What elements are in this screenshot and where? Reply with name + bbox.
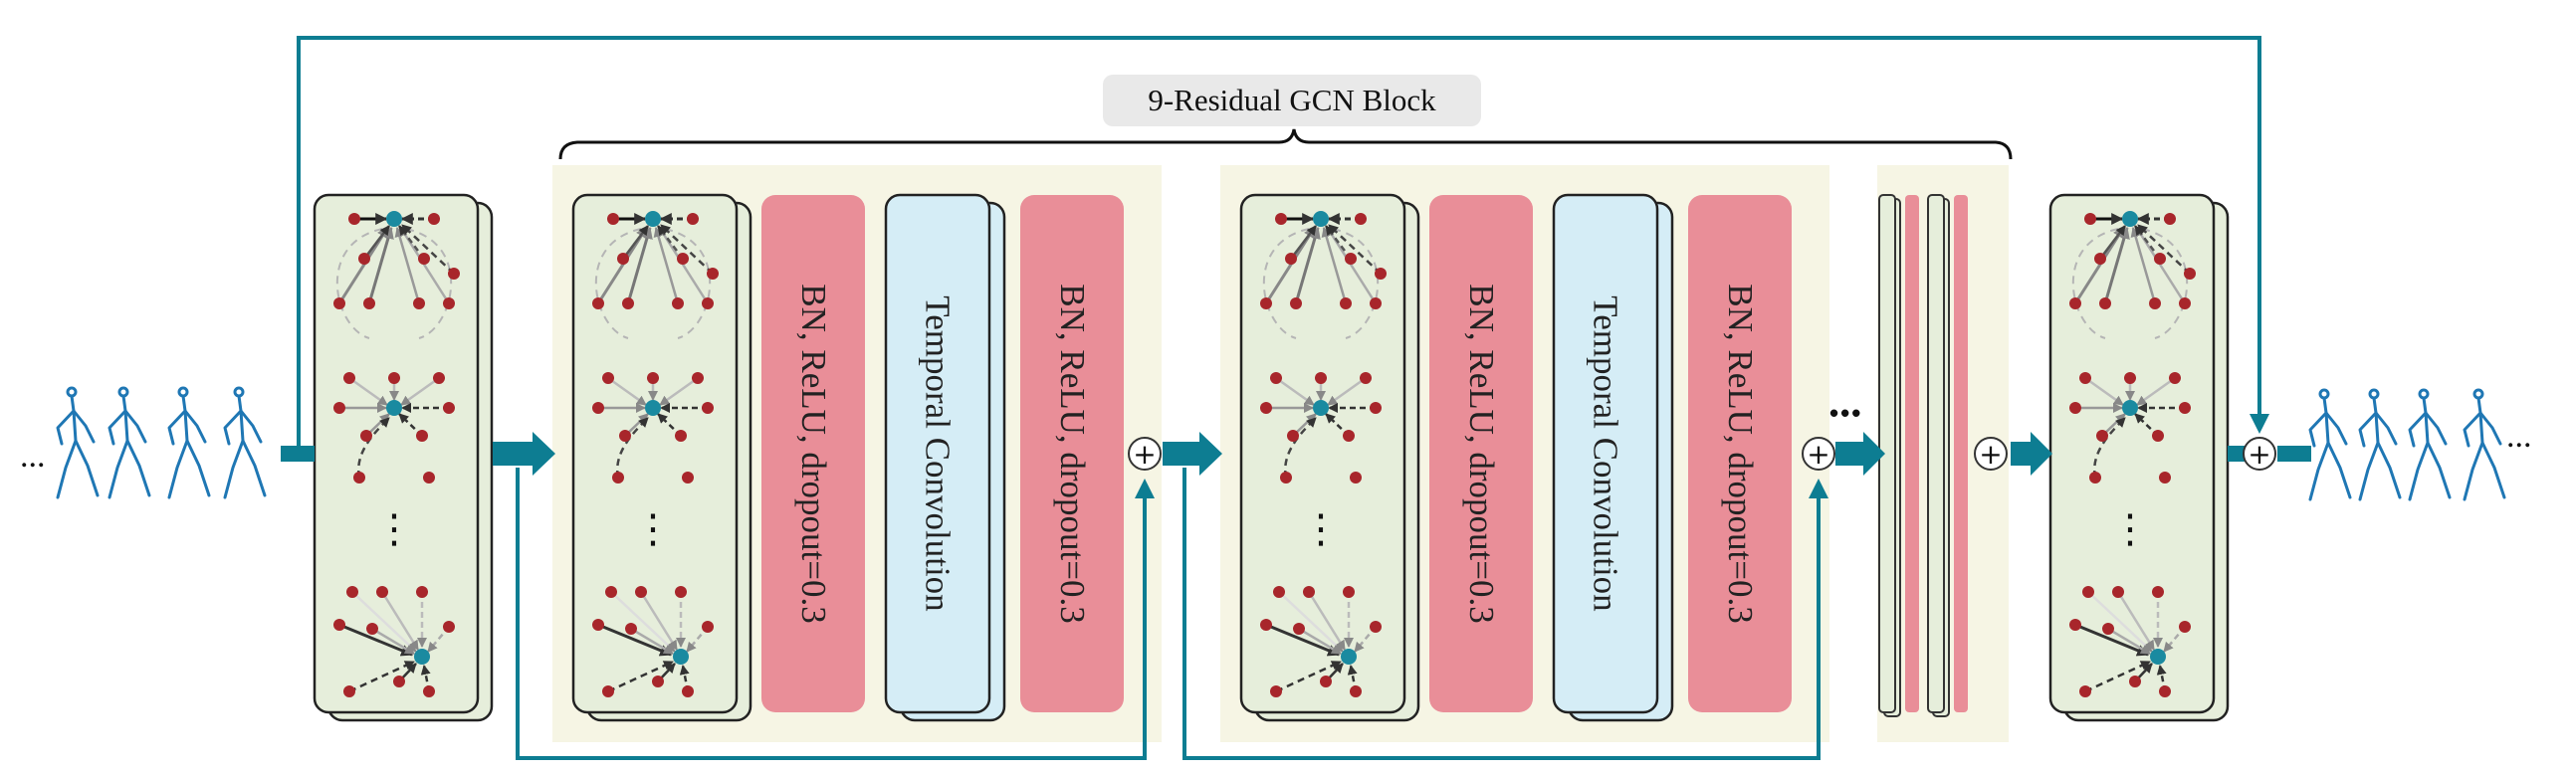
residual-block-1: [552, 165, 1162, 742]
input-skeleton-sequence: [56, 386, 267, 499]
sum-symbol: +: [1807, 438, 1829, 471]
bn-relu-dropout-label: BN, ReLU, dropout=0.3: [1053, 284, 1092, 624]
temporal-conv-box: [1552, 193, 1659, 714]
global-skip-connection: [297, 36, 2269, 450]
svg-text:⋮: ⋮: [374, 506, 414, 552]
temporal-conv-label: Temporal Convolution: [919, 295, 959, 612]
svg-text:⋮: ⋮: [633, 506, 673, 552]
sum-symbol: +: [1979, 438, 2002, 471]
bn-relu-dropout-box: [1020, 195, 1124, 712]
block-title: 9-Residual GCN Block: [1103, 75, 1481, 126]
sum-symbol: +: [1133, 438, 1156, 471]
residual-block-2: [1220, 165, 1829, 742]
graph-ellipsis-marks: ⋮ ⋮ ⋮ ⋮: [374, 506, 2150, 552]
svg-text:⋮: ⋮: [1301, 506, 1341, 552]
more-blocks-ellipsis: •••: [1829, 398, 1863, 428]
bn-relu-dropout-label: BN, ReLU, dropout=0.3: [1721, 284, 1760, 624]
compressed-remaining-blocks: [1877, 165, 2009, 742]
sum-node: [1974, 437, 2008, 471]
sum-node: [2243, 437, 2276, 471]
sum-nodes: + + + +: [1128, 437, 2276, 471]
sum-node: [1802, 437, 1835, 471]
output-skeleton-sequence: [2308, 388, 2506, 501]
bn-relu-dropout-box: [761, 195, 865, 712]
block-bracket: [558, 128, 2013, 160]
sum-symbol: +: [2248, 438, 2270, 471]
output-ellipsis: ...: [2506, 418, 2532, 455]
bn-relu-dropout-box: [1688, 195, 1792, 712]
temporal-conv-box: [884, 193, 991, 714]
svg-text:⋮: ⋮: [2110, 506, 2150, 552]
bn-relu-dropout-label: BN, ReLU, dropout=0.3: [794, 284, 833, 624]
forward-arrows: [281, 432, 2311, 476]
sum-node: [1128, 437, 1162, 471]
residual-skip-connections: [516, 468, 1828, 760]
input-ellipsis: ...: [20, 438, 46, 475]
temporal-conv-label: Temporal Convolution: [1587, 295, 1626, 612]
input-gcn-layer: [313, 193, 494, 722]
output-gcn-layer: [2048, 193, 2230, 722]
bn-relu-dropout-box: [1429, 195, 1533, 712]
bn-relu-dropout-label: BN, ReLU, dropout=0.3: [1462, 284, 1501, 624]
